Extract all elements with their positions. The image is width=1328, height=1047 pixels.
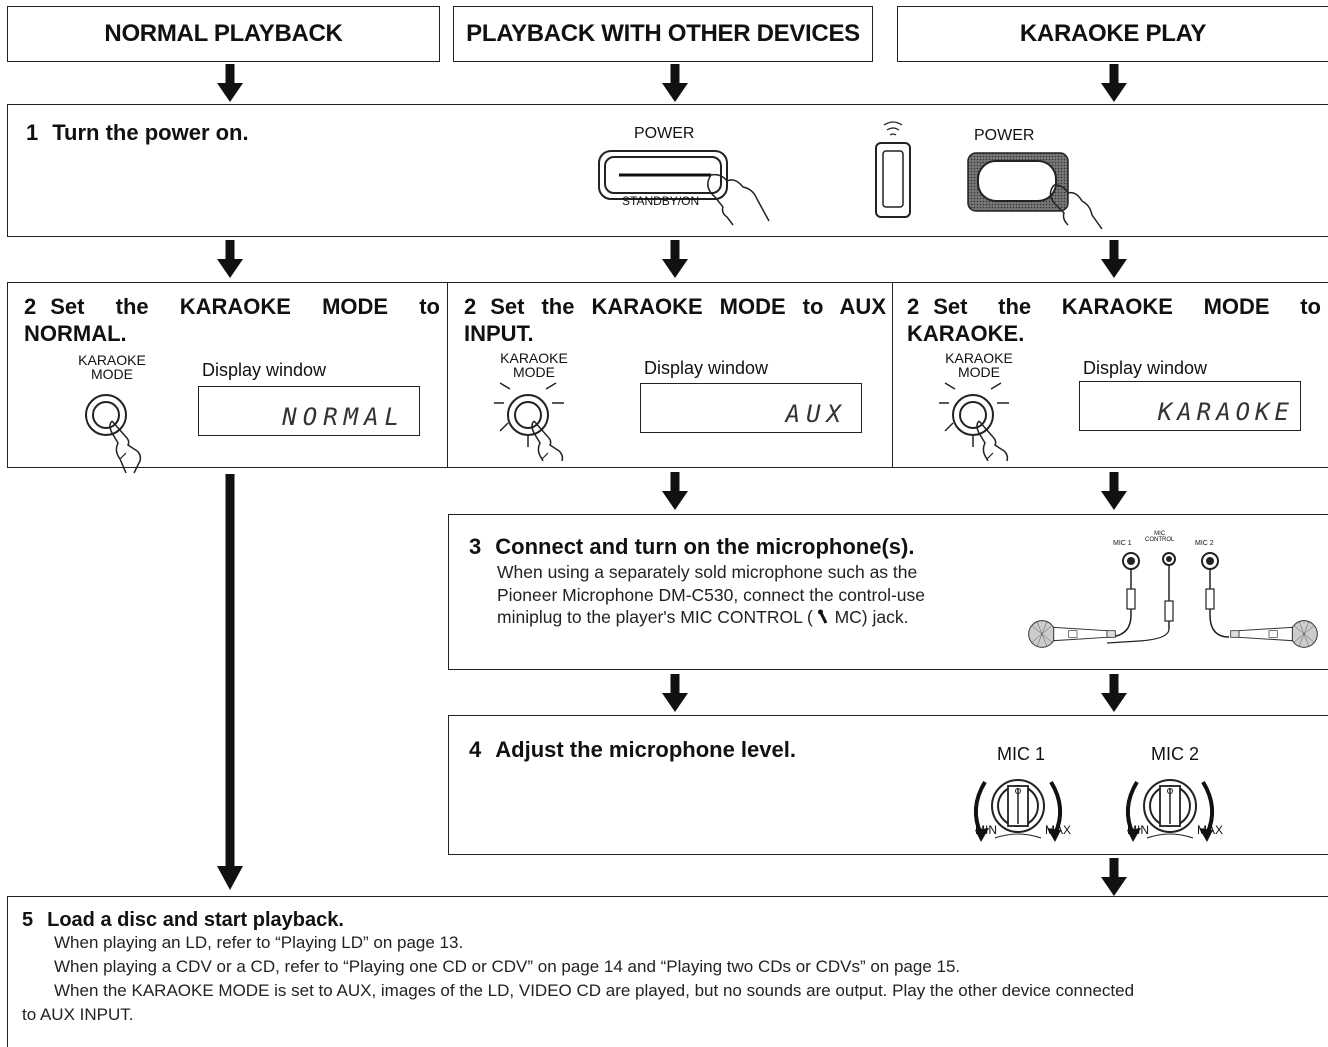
down-arrow-icon [1101,240,1127,278]
down-arrow-icon [217,240,243,278]
microphone-right-icon [1219,617,1319,651]
mic1-jack-label: MIC 1 [1113,540,1132,547]
display-window-label: Display window [1083,358,1208,378]
step5-line: When the KARAOKE MODE is set to AUX, ima… [54,981,1135,1000]
karaoke-mode-button-lit-icon [935,361,1035,461]
down-arrow-icon [1101,472,1127,510]
long-down-arrow-icon [217,474,243,890]
down-arrow-icon [662,64,688,102]
microphone-connection-icon [1106,552,1230,644]
mic2-jack-label: MIC 2 [1195,540,1214,547]
standby-on-label: STANDBY/ON [622,194,700,208]
mic1-min-label: MIN [975,823,997,837]
down-arrow-icon [1101,674,1127,712]
down-arrow-icon [662,240,688,278]
display-window-label: Display window [202,360,327,380]
step5-body: When playing an LD, refer to “Playing LD… [22,931,1324,1027]
down-arrow-icon [217,64,243,102]
display-text: AUX [785,400,847,428]
display-window: NORMAL [198,386,420,436]
power-standby-button-icon [598,150,770,226]
display-window: AUX [640,383,862,433]
power-label-karaoke: POWER [974,127,1035,144]
remote-control-icon [875,121,911,218]
microphone-left-icon [1027,617,1127,651]
display-text: NORMAL [282,403,405,431]
header-playback-other-devices: PLAYBACK WITH OTHER DEVICES [453,6,873,62]
header-karaoke-label: KARAOKE PLAY [1019,20,1207,47]
karaoke-mode-button-lit-icon [490,361,590,461]
header-normal-label: NORMAL PLAYBACK [104,20,343,47]
display-window-label: Display window [644,358,769,378]
karaoke-mode-button-icon [68,375,168,475]
step5-line: When playing an LD, refer to “Playing LD… [54,933,464,952]
mic2-level-label: MIC 2 [1151,744,1200,764]
header-karaoke-play: KARAOKE PLAY [897,6,1328,62]
mic2-level-knob-icon [1115,764,1225,854]
mic2-min-label: MIN [1127,823,1149,837]
display-window: KARAOKE [1079,381,1301,431]
microphone-icon [817,609,828,624]
step5-line: to AUX INPUT. [22,1005,134,1024]
step3-body: When using a separately sold microphone … [497,562,925,627]
down-arrow-icon [1101,858,1127,896]
power-label: POWER [634,125,695,142]
header-other-label: PLAYBACK WITH OTHER DEVICES [466,20,860,47]
power-button-icon [967,152,1103,229]
down-arrow-icon [1101,64,1127,102]
mic2-max-label: MAX [1197,823,1224,837]
step5-line: When playing a CDV or a CD, refer to “Pl… [54,957,961,976]
down-arrow-icon [662,472,688,510]
display-text: KARAOKE [1157,398,1294,426]
header-normal-playback: NORMAL PLAYBACK [7,6,440,62]
mic1-level-knob-icon [963,764,1073,854]
mic1-max-label: MAX [1045,823,1072,837]
down-arrow-icon [662,674,688,712]
mic1-level-label: MIC 1 [997,744,1046,764]
